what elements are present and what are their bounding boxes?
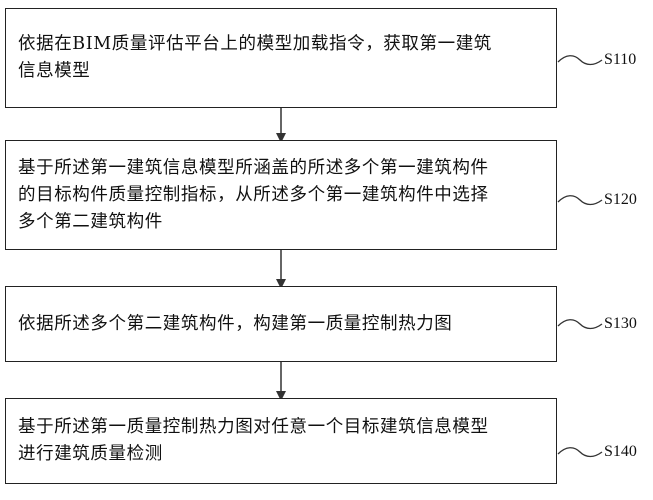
step-label-s120: S120 <box>604 191 637 208</box>
leader-s110 <box>557 55 603 66</box>
step-box-s110: 依据在BIM质量评估平台上的模型加载指令，获取第一建筑 信息模型 <box>5 8 557 108</box>
step-text-s130: 依据所述多个第二建筑构件，构建第一质量控制热力图 <box>18 313 453 334</box>
step-label-s130: S130 <box>604 315 637 332</box>
step-text-s140: 基于所述第一质量控制热力图对任意一个目标建筑信息模型 进行建筑质量检测 <box>18 417 489 464</box>
step-label-s110: S110 <box>604 51 637 68</box>
leader-s140 <box>557 447 603 458</box>
step-text-s110: 依据在BIM质量评估平台上的模型加载指令，获取第一建筑 信息模型 <box>18 34 492 81</box>
step-label-s140: S140 <box>604 443 637 460</box>
leader-s130 <box>557 319 603 330</box>
step-text-s120: 基于所述第一建筑信息模型所涵盖的所述多个第一建筑构件 的目标构件质量控制指标，从… <box>18 157 489 232</box>
leader-s120 <box>557 195 603 206</box>
step-box-s130: 依据所述多个第二建筑构件，构建第一质量控制热力图 <box>5 286 557 362</box>
step-box-s140: 基于所述第一质量控制热力图对任意一个目标建筑信息模型 进行建筑质量检测 <box>5 398 557 484</box>
step-box-s120: 基于所述第一建筑信息模型所涵盖的所述多个第一建筑构件 的目标构件质量控制指标，从… <box>5 140 557 250</box>
